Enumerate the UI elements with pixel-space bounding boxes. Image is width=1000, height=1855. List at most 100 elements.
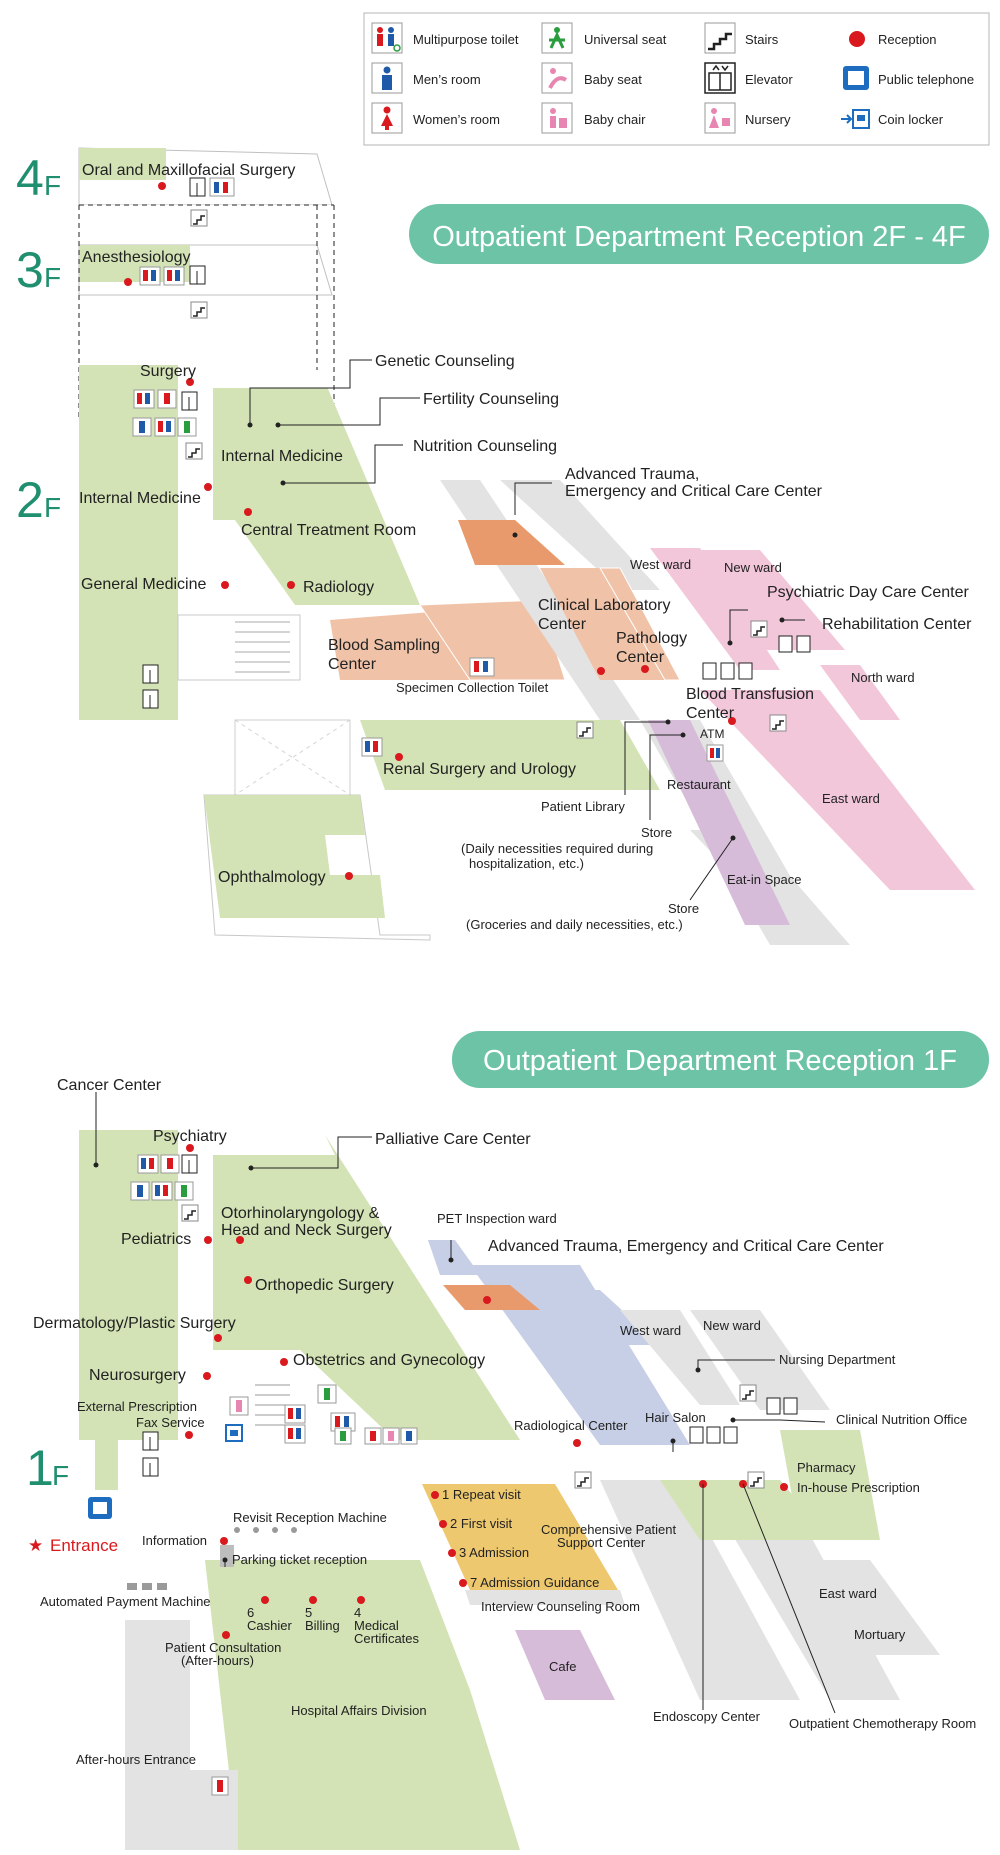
label-pediatrics: Pediatrics (121, 1231, 191, 1248)
multipurpose-toilet-icon (133, 389, 155, 409)
reception-dot-pharmacy (780, 1483, 788, 1491)
banner-1f-text: Outpatient Department Reception 1F (483, 1045, 957, 1077)
label-information: Information (142, 1533, 207, 1548)
label-surgery: Surgery (140, 363, 196, 380)
area-2f-west-wing (79, 365, 178, 720)
floor-unit-2: F (44, 492, 61, 523)
label-trauma-2f-l1: Advanced Trauma, (565, 466, 699, 483)
multipurpose-toilet-icon (139, 266, 161, 286)
entrance-star-icon: ★ (28, 1536, 43, 1555)
area-pathology (599, 567, 681, 681)
label-comprehensive-l1: Comprehensive Patient (541, 1522, 677, 1537)
reception-dot-renal (395, 753, 403, 761)
area-cafe (515, 1630, 615, 1700)
label-store-groceries-note: (Groceries and daily necessities, etc.) (466, 917, 683, 932)
mens-room-icon (371, 62, 403, 94)
label-genetic-counseling: Genetic Counseling (375, 353, 515, 370)
legend-label-coin-locker: Coin locker (878, 112, 944, 127)
label-cancer-center: Cancer Center (57, 1077, 162, 1094)
mens-room-icon (130, 1181, 150, 1201)
banner-2f-4f-text: Outpatient Department Reception 2F - 4F (432, 221, 966, 253)
stairs-icon (750, 620, 768, 638)
floor-label-1: 1 (26, 1440, 54, 1496)
label-first-visit: 2 First visit (450, 1516, 513, 1531)
label-cashier: Cashier (247, 1618, 292, 1633)
label-medical-l1: Medical (354, 1618, 399, 1633)
area-after-hours-corridor (125, 1620, 190, 1850)
elevator-icon (783, 1397, 798, 1415)
label-trauma-2f-l2: Emergency and Critical Care Center (565, 483, 823, 500)
banner-2f-4f (409, 204, 989, 264)
label-clinical-lab-l1: Clinical Laboratory (538, 597, 671, 614)
label-patient-library: Patient Library (541, 799, 625, 814)
label-automated-payment: Automated Payment Machine (40, 1594, 211, 1609)
leader-dots-lower (93, 1162, 736, 1563)
label-entrance: Entrance (50, 1536, 118, 1555)
label-pet-inspection: PET Inspection ward (437, 1211, 557, 1226)
area-1f-central-wing (213, 1135, 520, 1440)
elevator-icon (189, 177, 206, 197)
elevator-icon (142, 664, 159, 684)
label-comprehensive-l2: Support Center (557, 1535, 646, 1550)
universal-seat-icon (174, 1181, 194, 1201)
floor-label-4: 4 (16, 150, 44, 206)
legend-label-baby-seat: Baby seat (584, 72, 642, 87)
reception-dot-fax-service (185, 1431, 193, 1439)
label-store-daily: Store (641, 825, 672, 840)
lower-floor-map: Outpatient Department Reception 1F 1 F (26, 1031, 989, 1850)
stairs-icon (576, 721, 594, 739)
label-psychiatry: Psychiatry (153, 1128, 227, 1145)
area-ophthalmology (204, 795, 385, 918)
leader-dots-upper (247, 422, 785, 841)
elevator-icon (142, 1457, 159, 1477)
elevator-icon (689, 1426, 704, 1444)
reception-dot-ent (236, 1236, 244, 1244)
label-patient-consultation-l2: (After-hours) (181, 1653, 254, 1668)
multipurpose-toilet-icon (151, 1181, 173, 1201)
label-ent-l2: Head and Neck Surgery (221, 1222, 392, 1239)
label-store-daily-note-l1: (Daily necessities required during (461, 841, 653, 856)
label-chemotherapy: Outpatient Chemotherapy Room (789, 1716, 976, 1731)
legend-label-nursery: Nursery (745, 112, 791, 127)
reception-dot-radiological (573, 1439, 581, 1447)
label-mortuary: Mortuary (854, 1627, 906, 1642)
label-cashier-number: 6 (247, 1605, 254, 1620)
corridor-1f-top (213, 1135, 335, 1155)
reception-dot-central-treatment (244, 508, 252, 516)
label-endoscopy: Endoscopy Center (653, 1709, 761, 1724)
reception-dot-first-visit (439, 1520, 447, 1528)
floor-unit-4: F (44, 170, 61, 201)
label-restaurant: Restaurant (667, 777, 731, 792)
legend-label-reception: Reception (878, 32, 937, 47)
label-new-ward-1f: New ward (703, 1318, 761, 1333)
label-admission: 3 Admission (459, 1545, 529, 1560)
label-dermatology: Dermatology/Plastic Surgery (33, 1315, 236, 1332)
elevator-icon (142, 689, 159, 709)
area-hospital-affairs (205, 1560, 520, 1850)
atrium-cross-a (234, 719, 351, 796)
reception-dot-repeat-visit (431, 1491, 439, 1499)
area-new-ward-2f (690, 550, 845, 650)
multipurpose-toilet-icon (209, 177, 235, 197)
label-hair-salon: Hair Salon (645, 1410, 706, 1425)
reception-dot-internal-medicine (204, 483, 212, 491)
reception-dot-medical-certificates (357, 1596, 365, 1604)
stairs-icon (190, 301, 208, 319)
legend-label-womens-room: Women’s room (413, 112, 500, 127)
reception-dot-cashier (261, 1596, 269, 1604)
atrium-2f (234, 719, 351, 796)
legend-label-elevator: Elevator (745, 72, 793, 87)
stairs-icon (704, 22, 736, 54)
stairwell-2f (177, 614, 301, 681)
stairs-icon (190, 209, 208, 227)
upper-floor-map: 4 F 3 F 2 F Outpatient Department Recept… (16, 147, 989, 945)
legend-label-public-telephone: Public telephone (878, 72, 974, 87)
corridor-2f-top (213, 370, 330, 388)
label-trauma-1f: Advanced Trauma, Emergency and Critical … (488, 1238, 884, 1255)
elevator-icon (706, 1426, 721, 1444)
reception-dots-upper (124, 182, 736, 880)
reception-dot-icon (849, 31, 865, 47)
label-medical-l2: Certificates (354, 1631, 420, 1646)
reception-dot-dermatology (214, 1334, 222, 1342)
